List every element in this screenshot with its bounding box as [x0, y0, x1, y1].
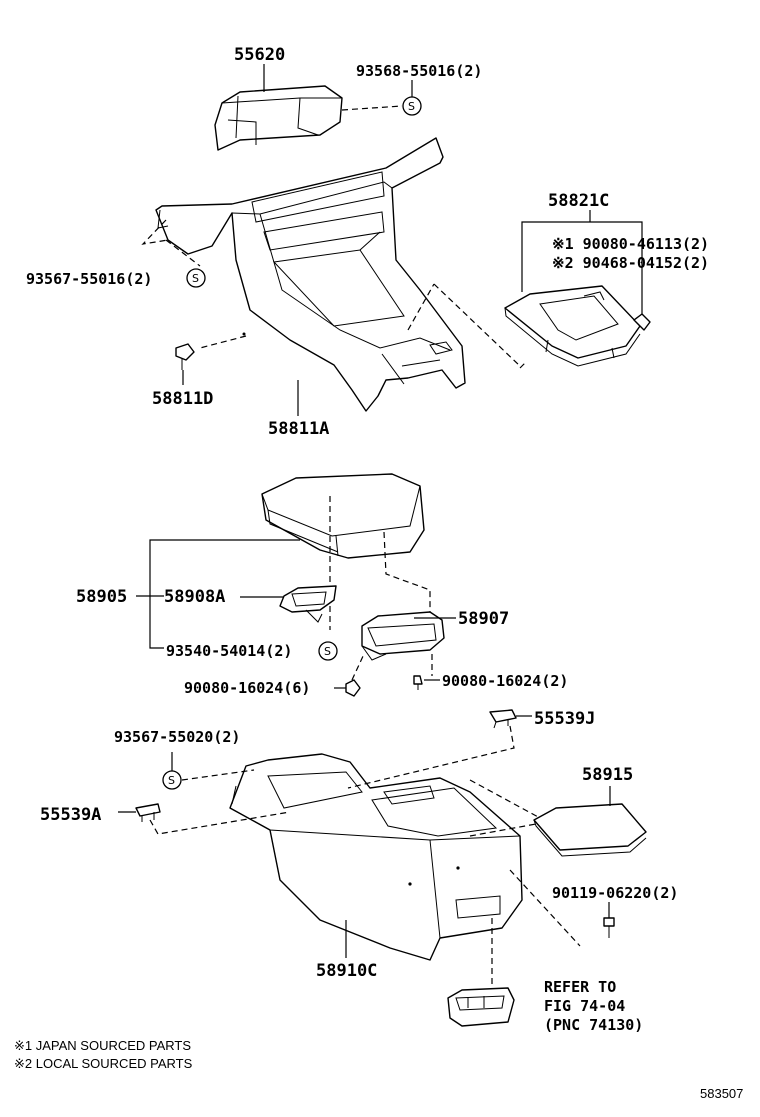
s-symbol-93567-55020: S — [162, 770, 182, 790]
label-90080-16024-2[interactable]: 90080-16024(2) — [442, 672, 568, 690]
label-90080-46113[interactable]: ※1 90080-46113(2) — [552, 235, 709, 253]
label-58905[interactable]: 58905 — [76, 587, 127, 607]
dash-58811D — [199, 335, 247, 349]
label-58910C[interactable]: 58910C — [316, 961, 377, 981]
screw-90080-2-drawing[interactable] — [413, 675, 423, 690]
s-symbol-93540: S — [318, 641, 338, 661]
svg-text:S: S — [168, 774, 175, 787]
dash-93567-55020 — [181, 769, 255, 781]
label-58915[interactable]: 58915 — [582, 765, 633, 785]
label-58821C[interactable]: 58821C — [548, 191, 609, 211]
part-55620-drawing[interactable] — [214, 85, 343, 151]
label-90119-06220[interactable]: 90119-06220(2) — [552, 884, 678, 902]
reference-line-1: REFER TO — [544, 978, 616, 996]
dash-55539J — [347, 725, 515, 789]
dash-55620-screw — [341, 105, 403, 111]
label-93567-55020[interactable]: 93567-55020(2) — [114, 728, 240, 746]
part-58910C-drawing[interactable] — [229, 753, 523, 961]
label-90468-04152[interactable]: ※2 90468-04152(2) — [552, 254, 709, 272]
screw-90119-drawing[interactable] — [603, 917, 615, 938]
part-58811D-drawing[interactable] — [175, 343, 195, 370]
dash-55539A — [149, 811, 291, 835]
bracket-58821C — [521, 221, 643, 314]
part-55539A-drawing[interactable] — [135, 803, 161, 822]
part-armrest-lid-drawing[interactable] — [261, 473, 425, 559]
part-58811A-drawing[interactable] — [155, 137, 466, 412]
label-58908A[interactable]: 58908A — [164, 587, 225, 607]
label-58811D[interactable]: 58811D — [152, 389, 213, 409]
label-90080-16024-6[interactable]: 90080-16024(6) — [184, 679, 310, 697]
part-58915-drawing[interactable] — [533, 803, 647, 857]
svg-text:S: S — [408, 100, 415, 113]
s-symbol-93567-55016: S — [186, 268, 206, 288]
label-93567-55016[interactable]: 93567-55016(2) — [26, 270, 152, 288]
dash-90119 — [509, 869, 581, 947]
s-symbol-93568: S — [402, 96, 422, 116]
label-58907[interactable]: 58907 — [458, 609, 509, 629]
note-local-sourced: ※2 LOCAL SOURCED PARTS — [14, 1056, 193, 1071]
note-japan-sourced: ※1 JAPAN SOURCED PARTS — [14, 1038, 191, 1053]
label-93568-55016[interactable]: 93568-55016(2) — [356, 62, 482, 80]
label-55539A[interactable]: 55539A — [40, 805, 101, 825]
label-55539J[interactable]: 55539J — [534, 709, 595, 729]
dash-58811A-58821C — [407, 283, 527, 369]
dash-58811A-left — [141, 219, 169, 245]
bracket-58905 — [149, 539, 300, 649]
dash-lid-vertical-right — [383, 531, 431, 620]
svg-text:S: S — [192, 272, 199, 285]
reference-line-3: (PNC 74130) — [544, 1016, 643, 1034]
clip-90468-drawing[interactable] — [633, 313, 651, 331]
part-58821C-drawing[interactable] — [504, 285, 641, 367]
reference-line-2[interactable]: FIG 74-04 — [544, 997, 625, 1015]
diagram-id: 583507 — [700, 1086, 743, 1101]
svg-text:S: S — [324, 645, 331, 658]
screw-90080-6-drawing[interactable] — [345, 679, 361, 697]
label-93540-54014[interactable]: 93540-54014(2) — [166, 642, 292, 660]
part-58908A-drawing[interactable] — [279, 585, 337, 623]
dash-58811A-screw — [165, 239, 201, 267]
part-fig74-04-drawing[interactable] — [447, 987, 515, 1027]
part-55539J-drawing[interactable] — [489, 709, 517, 729]
label-55620[interactable]: 55620 — [234, 45, 285, 65]
dash-58915 — [469, 779, 541, 837]
label-58811A[interactable]: 58811A — [268, 419, 329, 439]
dash-screw-6 — [351, 653, 365, 681]
part-58907-drawing[interactable] — [361, 611, 445, 661]
